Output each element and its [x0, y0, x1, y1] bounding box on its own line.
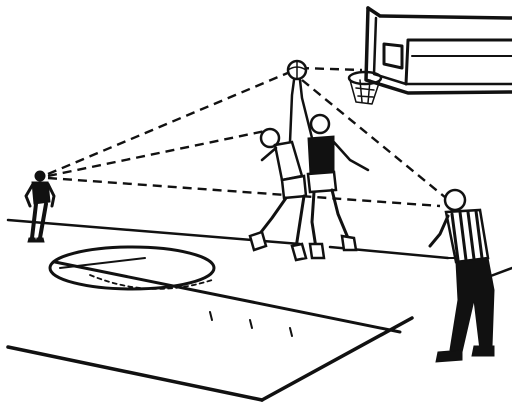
- sight-line-far-to-ball: [48, 72, 290, 174]
- ball: [288, 61, 306, 79]
- jumper-left-torso: [275, 142, 302, 180]
- jumper-left: [250, 80, 306, 260]
- referee-far-head: [35, 171, 45, 181]
- backboard-ledge: [406, 40, 512, 84]
- jumper-right: [300, 80, 368, 258]
- backboard-frame-top: [368, 8, 512, 18]
- jumper-right-head: [311, 115, 329, 133]
- backboard-frame-left: [366, 8, 512, 93]
- jumper-right-jersey: [308, 136, 334, 174]
- referee-far: [26, 171, 54, 242]
- court-front-line: [8, 347, 262, 400]
- referee-near-trousers: [450, 258, 494, 352]
- center-line: [55, 262, 400, 332]
- backboard-inner: [374, 18, 512, 84]
- sight-line-far-to-jumper: [48, 130, 270, 176]
- backboard: [366, 8, 512, 93]
- referee-far-legs: [32, 204, 46, 238]
- referee-far-shoes: [28, 238, 44, 242]
- referee-near-shoes: [436, 346, 494, 362]
- jumper-left-shorts: [282, 176, 306, 198]
- referee-near-head: [445, 190, 465, 210]
- hash-marks: [210, 312, 292, 336]
- sight-line-ball-to-basket: [300, 68, 362, 70]
- center-circle: [50, 247, 214, 289]
- referee-near-arm: [430, 216, 448, 246]
- center-circle-outer: [50, 247, 214, 289]
- center-circle-chord: [60, 258, 145, 268]
- sight-line-far-to-near-referee: [48, 178, 440, 206]
- referee-near: [430, 190, 494, 362]
- sight-lines: [48, 68, 446, 206]
- backboard-target-square: [384, 44, 402, 68]
